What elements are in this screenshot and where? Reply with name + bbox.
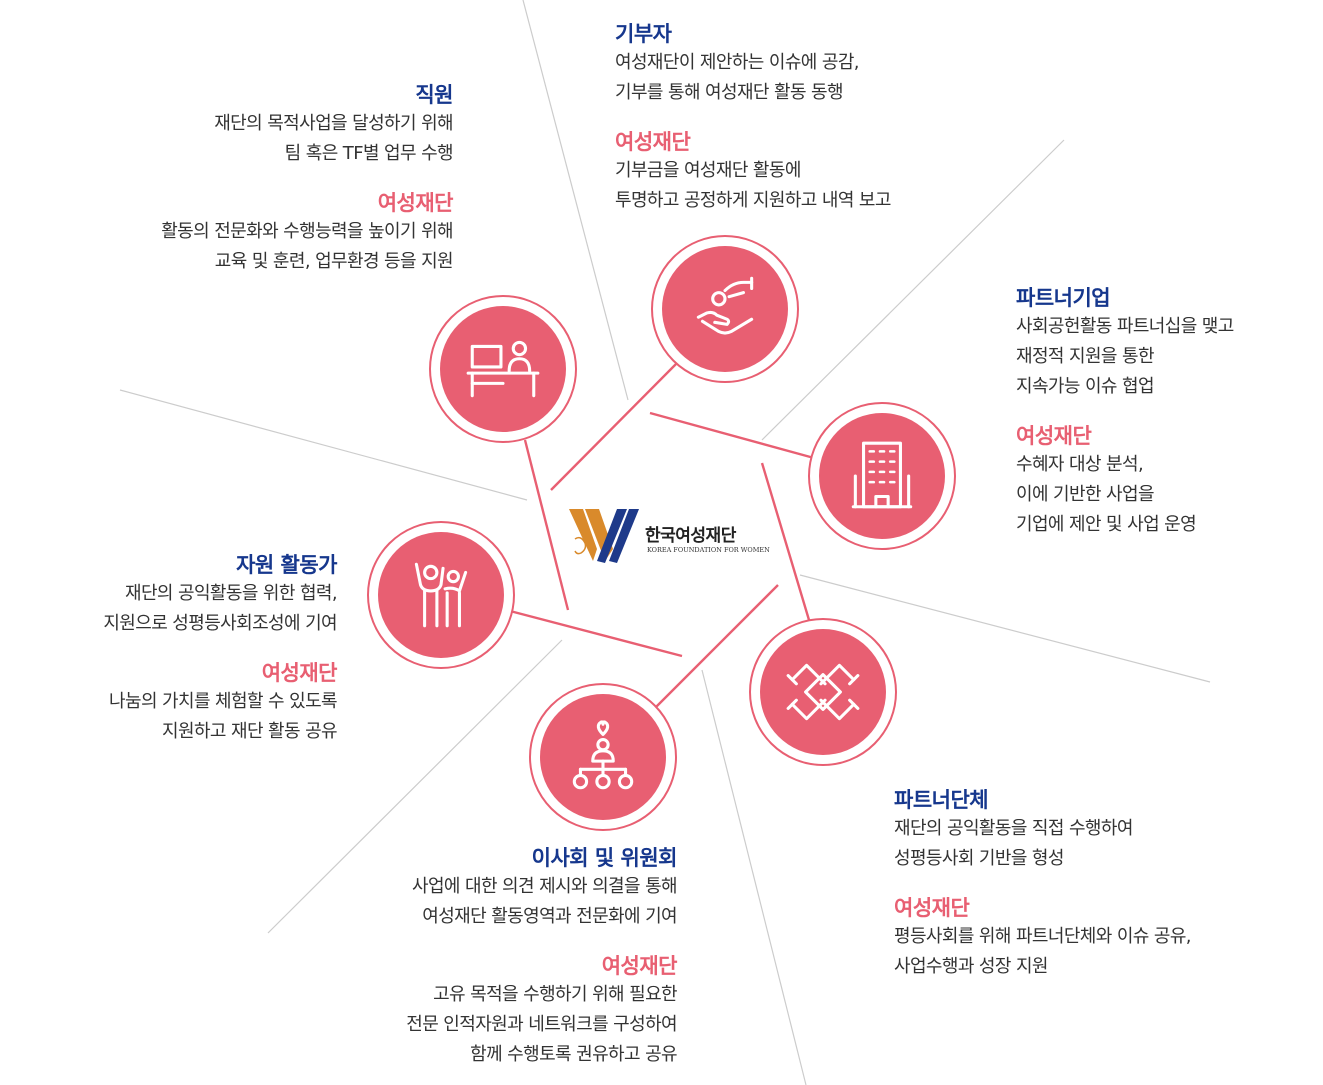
- volunteer-circle: [367, 521, 515, 669]
- partner-company-foundation-title: 여성재단: [1016, 424, 1092, 448]
- logo-mark-icon: [569, 509, 639, 563]
- volunteer-block: 자원 활동가 재단의 공익활동을 위한 협력, 지원으로 성평등사회조성에 기여…: [103, 551, 337, 747]
- donor-desc-line: 기부를 통해 여성재단 활동 동행: [615, 82, 844, 103]
- partner-company-desc-line: 재정적 지원을 통한: [1016, 346, 1155, 367]
- partner-group-foundation-desc-line: 사업수행과 성장 지원: [894, 956, 1048, 977]
- partner-company-foundation-desc-line: 수혜자 대상 분석,: [1016, 454, 1144, 475]
- partner-group-block: 파트너단체 재단의 공익활동을 직접 수행하여 성평등사회 기반을 형성 여성재…: [894, 786, 1192, 982]
- board-foundation-desc-line: 전문 인적자원과 네트워크를 구성하여: [406, 1014, 677, 1035]
- volunteer-desc-line: 재단의 공익활동을 위한 협력,: [124, 583, 338, 604]
- staff-block: 직원 재단의 목적사업을 달성하기 위해 팀 혹은 TF별 업무 수행 여성재단…: [161, 81, 453, 277]
- volunteer-foundation-title: 여성재단: [261, 661, 338, 685]
- partner-group-desc-line: 재단의 공익활동을 직접 수행하여: [894, 818, 1133, 839]
- donor-title: 기부자: [615, 22, 672, 46]
- staff-foundation-desc-line: 교육 및 훈련, 업무환경 등을 지원: [214, 251, 454, 272]
- volunteer-title: 자원 활동가: [236, 553, 337, 577]
- donor-foundation-title: 여성재단: [615, 130, 691, 154]
- foundation-logo: 한국여성재단 KOREA FOUNDATION FOR WOMEN: [567, 505, 770, 565]
- board-foundation-title: 여성재단: [601, 954, 678, 978]
- volunteer-foundation-desc-line: 지원하고 재단 활동 공유: [162, 721, 338, 742]
- staff-foundation-title: 여성재단: [377, 191, 454, 215]
- board-foundation-desc-line: 함께 수행토록 권유하고 공유: [470, 1044, 677, 1065]
- partner-group-desc-line: 성평등사회 기반을 형성: [894, 848, 1064, 869]
- board-foundation-desc-line: 고유 목적을 수행하기 위해 필요한: [433, 984, 678, 1005]
- organization-chart-icon: [572, 720, 634, 790]
- partner-company-foundation-desc-line: 이에 기반한 사업을: [1016, 484, 1155, 505]
- partner-company-desc-line: 사회공헌활동 파트너십을 맺고: [1016, 316, 1234, 337]
- joined-hands-icon: [786, 663, 860, 721]
- person-at-desk-icon: [466, 340, 540, 398]
- board-desc-line: 사업에 대한 의견 제시와 의결을 통해: [411, 876, 678, 897]
- donor-block: 기부자 여성재단이 제안하는 이슈에 공감, 기부를 통해 여성재단 활동 동행…: [615, 20, 891, 216]
- board-circle: [529, 683, 677, 831]
- board-desc-line: 여성재단 활동영역과 전문화에 기여: [422, 906, 677, 927]
- hand-giving-coin-icon: [696, 276, 754, 335]
- volunteer-desc-line: 지원으로 성평등사회조성에 기여: [103, 613, 337, 634]
- staff-circle: [429, 295, 577, 443]
- board-block: 이사회 및 위원회 사업에 대한 의견 제시와 의결을 통해 여성재단 활동영역…: [406, 844, 677, 1070]
- staff-title: 직원: [415, 83, 453, 107]
- donor-desc-line: 여성재단이 제안하는 이슈에 공감,: [615, 52, 860, 73]
- partner-company-desc-line: 지속가능 이슈 협업: [1016, 376, 1155, 397]
- staff-desc-line: 팀 혹은 TF별 업무 수행: [284, 143, 454, 164]
- partner-company-foundation-desc-line: 기업에 제안 및 사업 운영: [1016, 514, 1197, 535]
- donor-circle: [651, 235, 799, 383]
- donor-foundation-desc-line: 기부금을 여성재단 활동에: [615, 160, 801, 181]
- partner-group-circle: [749, 618, 897, 766]
- donor-foundation-desc-line: 투명하고 공정하게 지원하고 내역 보고: [615, 190, 891, 211]
- volunteer-foundation-desc-line: 나눔의 가치를 체험할 수 있도록: [109, 691, 338, 712]
- partner-company-block: 파트너기업 사회공헌활동 파트너십을 맺고 재정적 지원을 통한 지속가능 이슈…: [1016, 284, 1234, 540]
- board-title: 이사회 및 위원회: [531, 846, 678, 870]
- partner-group-title: 파트너단체: [894, 788, 989, 812]
- staff-desc-line: 재단의 목적사업을 달성하기 위해: [214, 113, 453, 134]
- logo-english-name: KOREA FOUNDATION FOR WOMEN: [647, 546, 770, 554]
- partner-group-foundation-title: 여성재단: [894, 896, 970, 920]
- people-raising-hands-icon: [414, 562, 468, 628]
- logo-name: 한국여성재단: [645, 526, 736, 546]
- partner-company-circle: [808, 402, 956, 550]
- partner-group-foundation-desc-line: 평등사회를 위해 파트너단체와 이슈 공유,: [894, 926, 1192, 947]
- partner-company-title: 파트너기업: [1016, 286, 1111, 310]
- staff-foundation-desc-line: 활동의 전문화와 수행능력을 높이기 위해: [161, 221, 453, 242]
- office-building-icon: [851, 441, 913, 509]
